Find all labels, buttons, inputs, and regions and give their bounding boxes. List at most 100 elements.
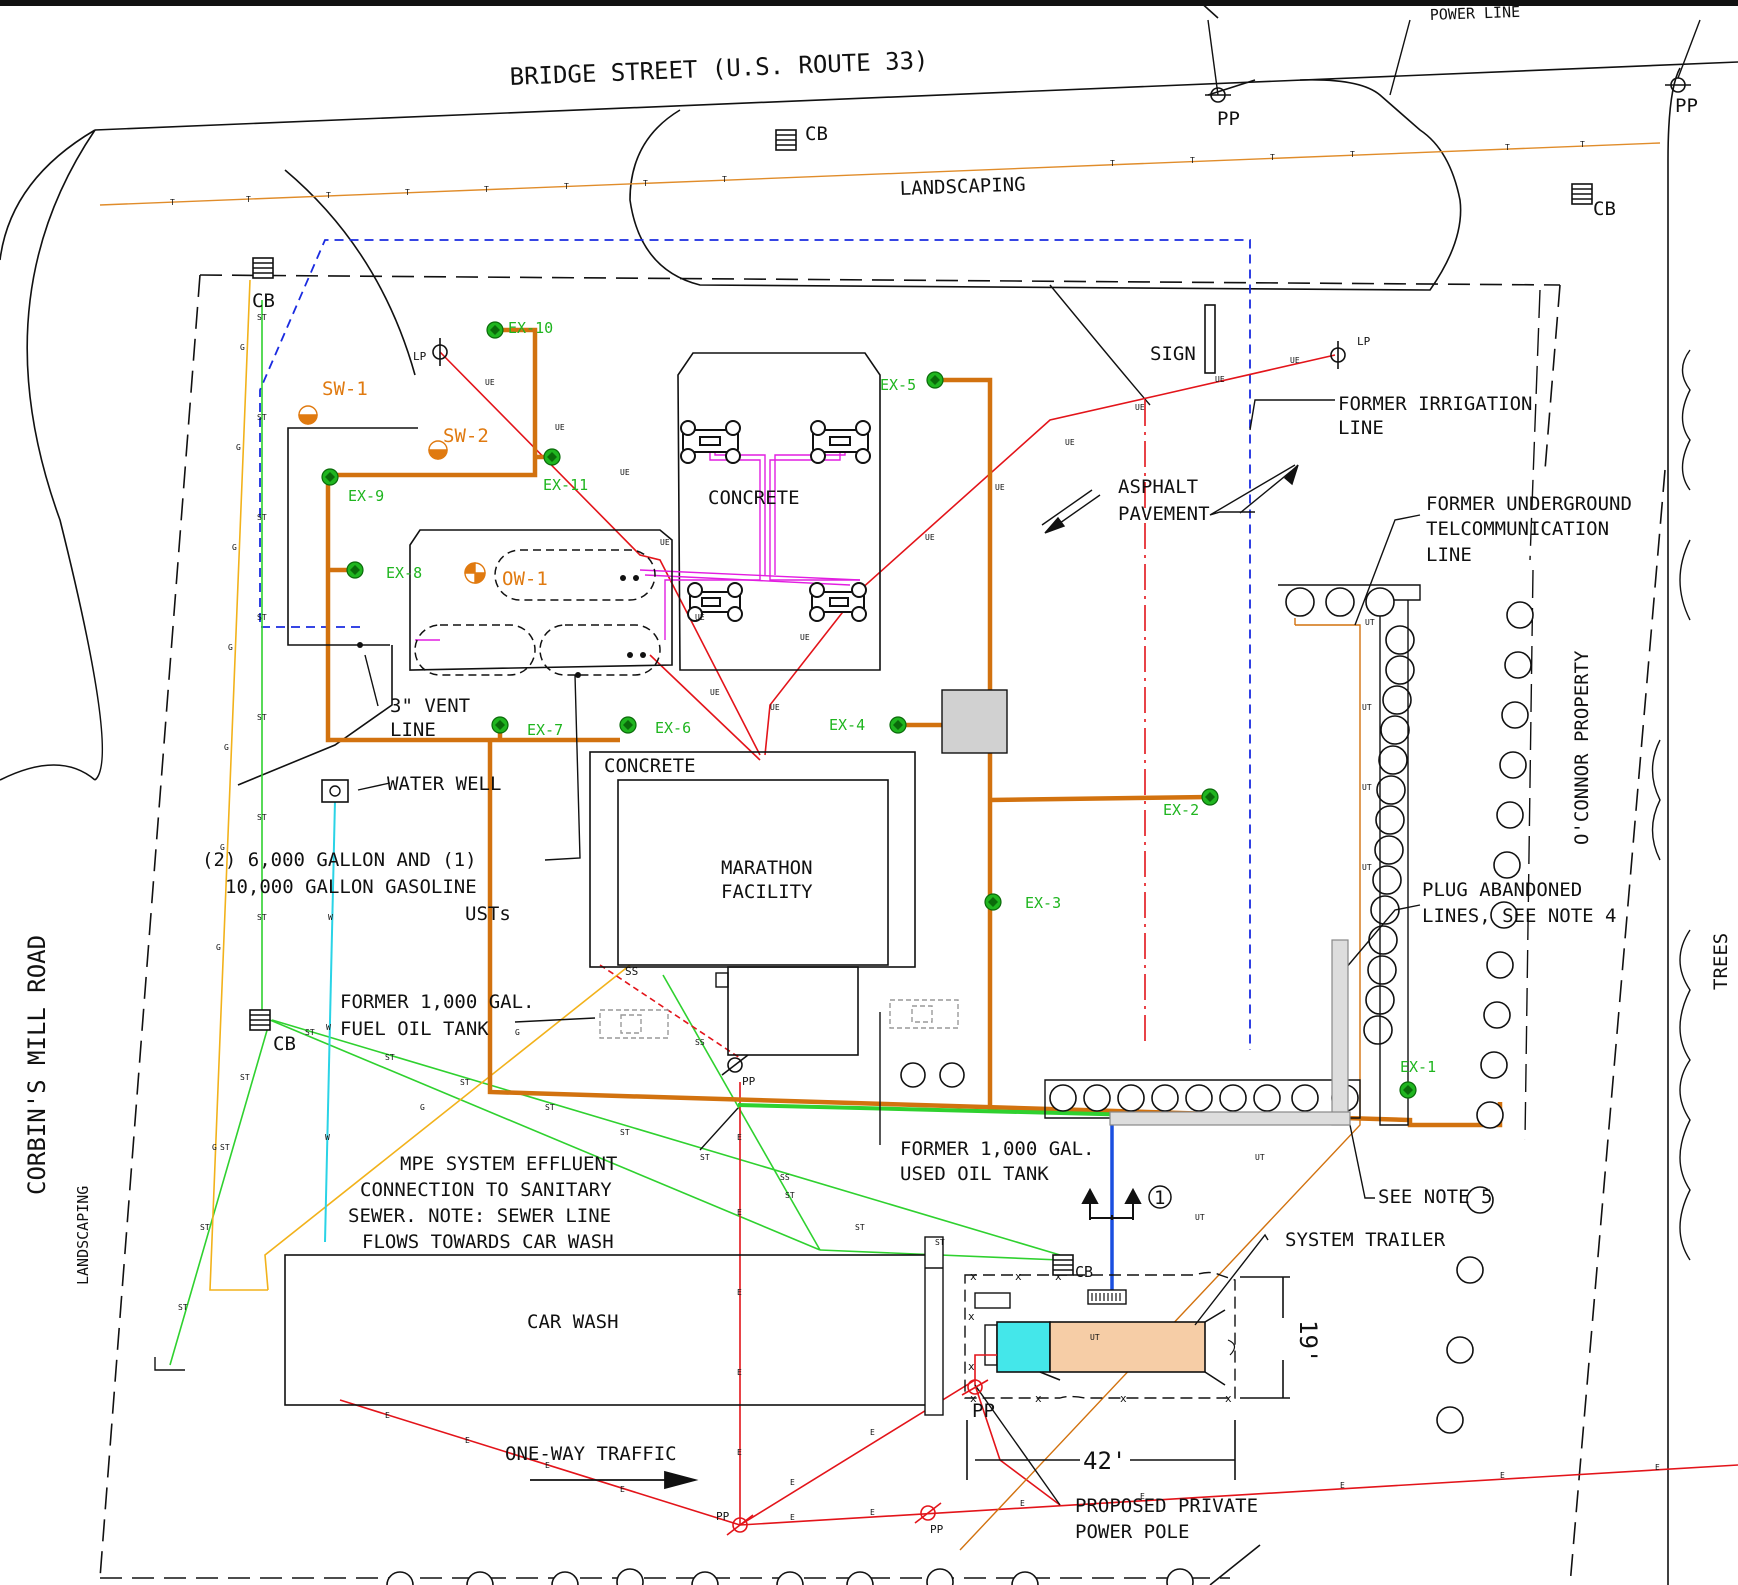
water-well-callout: WATER WELL [387,773,501,795]
plug-callout-2: LINES, SEE NOTE 4 [1422,905,1616,927]
ex2-label: EX-2 [1163,801,1199,819]
asphalt-callout-2: PAVEMENT [1118,503,1210,525]
lp-label-1: LP [413,350,427,363]
svg-text:T: T [1270,153,1275,162]
note1-circle [1148,1185,1172,1209]
corbins-mill-label: CORBIN'S MILL ROAD [23,935,51,1195]
utility-codes-storm: ST ST ST ST ST ST ST ST ST ST ST ST ST S… [178,313,945,1312]
svg-text:E: E [385,1411,390,1420]
svg-text:E: E [790,1478,795,1487]
road-edge [1049,284,1151,406]
svg-text:G: G [240,343,245,352]
trailer-body [1049,1321,1206,1373]
cb-label-4: CB [273,1033,296,1055]
cb-label-5: CB [1075,1263,1093,1281]
tree-row-far-east [1436,601,1534,1434]
underground-electric [439,351,1336,761]
one-way-label: ONE-WAY TRAFFIC [505,1443,677,1465]
svg-text:x: x [968,1310,975,1323]
storm-lines [169,300,1061,1366]
svg-text:G: G [212,1143,217,1152]
svg-text:T: T [246,195,251,204]
trailer-hitch [984,1324,998,1366]
svg-text:UE: UE [695,613,705,622]
former-tanks [599,999,959,1039]
mpe-callout-1: MPE SYSTEM EFFLUENT [400,1153,617,1175]
dimension-42: 42' [1083,1447,1126,1475]
svg-text:G: G [220,843,225,852]
utility-codes-ue: UE UE UE UE UE UE UE UE UE UE UE UE UE U… [485,356,1300,712]
note1-arrows [1081,1187,1142,1220]
sw2-label: SW-2 [443,425,489,447]
tree-row-north [1285,587,1395,617]
ow1-label: OW-1 [502,568,548,590]
utility-codes-water: W W W [325,913,333,1142]
storm-end [154,1357,185,1371]
vent-callout-2: LINE [390,719,436,741]
utility-codes-sanitary: SS SS [695,1038,790,1182]
canopy-label: CONCRETE [708,487,800,509]
tree-row-bottom [386,1568,1194,1585]
vent-callout-1: 3" VENT [390,695,470,717]
svg-text:UE: UE [660,538,670,547]
svg-text:ST: ST [200,1223,210,1232]
svg-text:T: T [564,182,569,191]
control-panel-grille [1091,1293,1121,1301]
dimension-19: 19' [1294,1320,1322,1363]
ex6-label: EX-6 [655,719,691,737]
trees-label: TREES [1710,933,1732,990]
asphalt-callout-1: ASPHALT [1118,476,1198,498]
telecom-callout-2: TELCOMMUNICATION [1426,518,1609,540]
pp-label-6: PP [930,1523,944,1536]
svg-text:T: T [405,188,410,197]
used-oil-callout-1: FORMER 1,000 GAL. [900,1138,1094,1160]
abandoned-lines-block [1331,939,1349,1126]
power-line-label: POWER LINE [1430,3,1521,24]
tree-canopy-east [1651,349,1691,1261]
utility-codes-electric: E E E E E E E E E E E E E E E E E E [385,1133,1660,1522]
svg-text:ST: ST [385,1053,395,1062]
svg-text:W: W [325,1133,330,1142]
svg-text:E: E [1500,1471,1505,1480]
svg-text:T: T [1190,156,1195,165]
svg-text:UE: UE [800,633,810,642]
svg-text:ST: ST [257,913,267,922]
svg-text:x: x [970,1392,977,1405]
svg-text:G: G [228,643,233,652]
traffic-arrow [530,1470,699,1490]
svg-text:T: T [326,191,331,200]
svg-text:x: x [968,1360,975,1373]
telecom-callout-1: FORMER UNDERGROUND [1426,493,1632,515]
svg-text:ST: ST [257,313,267,322]
svg-text:ST: ST [935,1238,945,1247]
property-boundary [99,274,1666,1585]
well-diamonds [325,325,1413,1095]
svg-text:SS: SS [780,1173,790,1182]
svg-text:ST: ST [305,1028,315,1037]
svg-text:ST: ST [620,1128,630,1137]
sw-ow-wells [298,405,486,584]
svg-text:ST: ST [240,1073,250,1082]
svg-text:E: E [737,1368,742,1377]
svg-text:T: T [170,198,175,207]
tree-row-south [1049,1084,1359,1112]
ex8-label: EX-8 [386,564,422,582]
ex7-label: EX-7 [527,721,563,739]
svg-text:ST: ST [257,413,267,422]
mpe-callout-2: CONNECTION TO SANITARY [360,1179,612,1201]
svg-text:UT: UT [1255,1153,1265,1162]
landscaping-left-label: LANDSCAPING [74,1186,92,1285]
building-name-line1: MARATHON [721,857,813,879]
vent-pad [287,427,418,646]
underground-telecom [959,618,1361,1551]
svg-text:UE: UE [770,703,780,712]
svg-text:UE: UE [620,468,630,477]
building-inner [617,779,889,966]
sign-label: SIGN [1150,343,1196,365]
svg-text:T: T [722,175,727,184]
tree-row-east [1363,625,1415,1045]
svg-text:E: E [1140,1492,1145,1501]
svg-text:T: T [1505,143,1510,152]
